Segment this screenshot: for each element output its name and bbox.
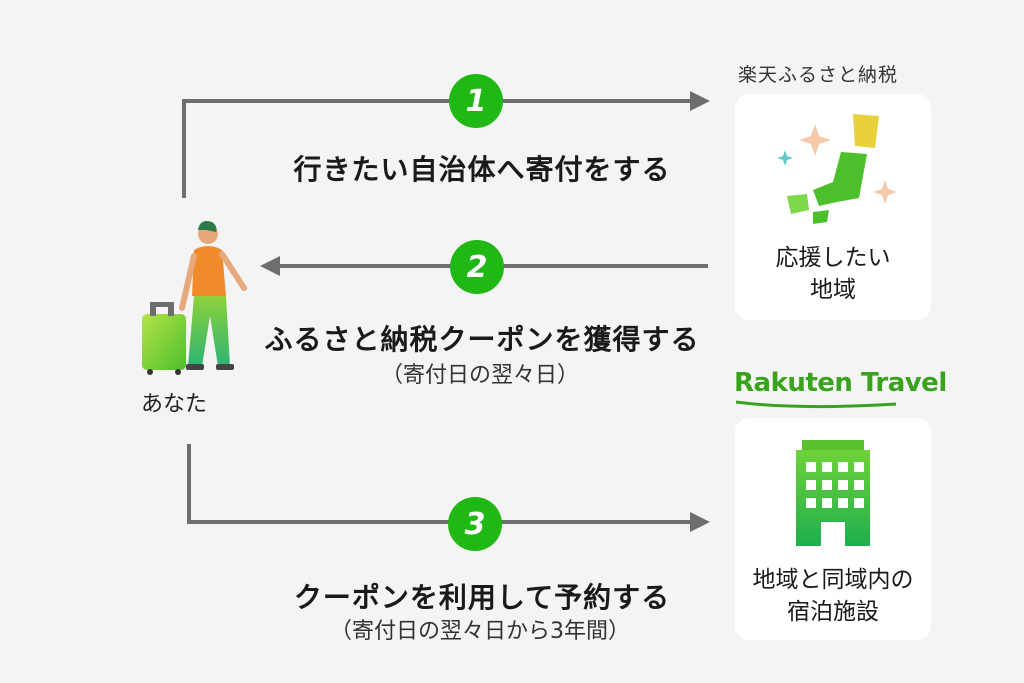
hotel-card-line-2: 宿泊施設 [787, 599, 879, 625]
step-1-title: 行きたい自治体へ寄付をする [293, 153, 671, 186]
you-label: あなた [141, 392, 208, 417]
step-3-badge: 3 [448, 497, 502, 551]
furusato-brand: 楽天ふるさと納税 [738, 64, 899, 86]
hotel-card-line-1: 地域と同域内の [752, 567, 914, 593]
step-2-badge: 2 [450, 240, 504, 294]
arrow-step-1 [182, 91, 710, 198]
region-card-line-1: 応援したい [775, 245, 891, 271]
step-3-number: 3 [464, 506, 486, 542]
person-with-suitcase-icon [142, 221, 247, 375]
step-2-title: ふるさと納税クーポンを獲得する [264, 323, 700, 356]
step-3-note: （寄付日の翌々日から3年間） [330, 619, 630, 644]
step-2-number: 2 [466, 249, 488, 285]
step-3-title: クーポンを利用して予約する [293, 581, 671, 614]
region-card: 応援したい 地域 [735, 94, 931, 320]
logo-underline [736, 400, 897, 409]
step-2-note: （寄付日の翌々日） [380, 363, 579, 388]
step-1-badge: 1 [449, 74, 503, 128]
hotel-building-icon [796, 440, 870, 546]
hotel-card: 地域と同域内の 宿泊施設 [735, 418, 931, 640]
step-1-number: 1 [465, 83, 487, 119]
arrow-step-3 [187, 444, 710, 532]
japan-map-icon [777, 114, 897, 224]
region-card-line-2: 地域 [810, 277, 856, 303]
rakuten-travel-logo: Rakuten Travel [734, 368, 947, 398]
